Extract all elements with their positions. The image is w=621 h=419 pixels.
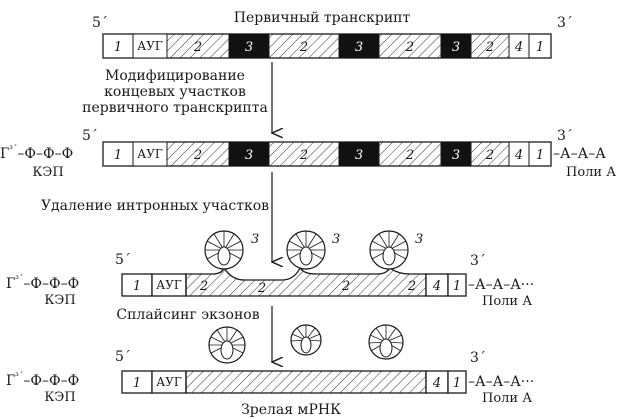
seg2-label: 2 bbox=[405, 148, 414, 163]
prime3-label-2: 3´ bbox=[557, 128, 573, 144]
seg1-label: 1 bbox=[536, 148, 544, 163]
seg4-box-1 bbox=[508, 33, 530, 59]
seg2-label: 2 bbox=[407, 279, 416, 294]
polya-chain-3: –А–А–А··· bbox=[468, 277, 534, 293]
seg4-label: 4 bbox=[432, 279, 441, 294]
aug-label: АУГ bbox=[156, 278, 182, 292]
aug-label: АУГ bbox=[137, 39, 163, 53]
prime3-label-3: 3´ bbox=[470, 253, 486, 269]
seg1-label: 1 bbox=[133, 279, 141, 294]
lariat-2 bbox=[290, 324, 322, 356]
seg2-label: 2 bbox=[299, 148, 308, 163]
seg4-label: 4 bbox=[514, 40, 523, 55]
seg1-label: 1 bbox=[114, 40, 122, 55]
seg3-label: 3 bbox=[245, 40, 253, 55]
intron-label-2: 3 bbox=[332, 232, 340, 247]
polya-chain-4: –А–А–А··· bbox=[468, 374, 534, 390]
row-intron-loops: 5´ 3´ Г³´–Ф–Ф–Ф КЭП 1 АУГ 2 2 2 2 4 1 –А… bbox=[6, 230, 534, 309]
prime3-label-4: 3´ bbox=[470, 350, 486, 366]
step2-label: Удаление интронных участков bbox=[41, 198, 269, 214]
seg2-label: 2 bbox=[341, 279, 350, 294]
spliced-strand-3 bbox=[185, 266, 427, 297]
prime3-label-1: 3´ bbox=[557, 15, 573, 31]
exon2-b-2 bbox=[268, 141, 340, 167]
seg4-box-2 bbox=[508, 141, 530, 167]
intron-loop-1: 3 bbox=[204, 230, 259, 270]
cap-label-4: КЭП bbox=[44, 390, 75, 405]
step1-line2: концевых участков bbox=[104, 84, 246, 100]
lariat-1 bbox=[208, 326, 246, 364]
seg2-label: 2 bbox=[193, 148, 202, 163]
exon2-a-2 bbox=[166, 141, 230, 167]
polya-label-2: Поли А bbox=[566, 165, 616, 180]
aug-box-2 bbox=[132, 141, 168, 167]
prime5-label-3: 5´ bbox=[115, 252, 131, 268]
cap-label-3: КЭП bbox=[44, 293, 75, 308]
intron3-c-1 bbox=[441, 34, 471, 58]
intron-label-3: 3 bbox=[415, 232, 423, 247]
prime5-label-2: 5´ bbox=[82, 128, 98, 144]
exons-joined-4 bbox=[185, 370, 427, 394]
seg1-label: 1 bbox=[536, 40, 544, 55]
prime5-label-1: 5´ bbox=[92, 15, 108, 31]
cap-chain-4: Г³´–Ф–Ф–Ф bbox=[6, 371, 79, 389]
seg3-label: 3 bbox=[355, 148, 363, 163]
prime5-label-4: 5´ bbox=[115, 349, 131, 365]
seg2-label: 2 bbox=[485, 148, 494, 163]
polya-label-3: Поли А bbox=[482, 294, 532, 309]
seg4-label: 4 bbox=[432, 376, 441, 391]
seg1-end-box-3 bbox=[447, 273, 467, 297]
seg3-label: 3 bbox=[245, 148, 253, 163]
seg1-label: 1 bbox=[114, 148, 122, 163]
seg2-label: 2 bbox=[485, 40, 494, 55]
result-label: Зрелая мРНК bbox=[241, 402, 341, 418]
seg2-label: 2 bbox=[257, 281, 266, 296]
step-splicing: Сплайсинг экзонов bbox=[116, 306, 272, 362]
seg1-label: 1 bbox=[453, 376, 461, 391]
row-primary-transcript: 5´ 3´ 1 АУГ 2 3 2 3 2 3 2 4 1 bbox=[92, 15, 573, 59]
exon2-d-2 bbox=[470, 141, 510, 167]
excised-introns bbox=[208, 324, 404, 364]
intron-loop-2: 3 bbox=[286, 230, 340, 270]
intron3-a-1 bbox=[229, 34, 269, 58]
intron3-b-1 bbox=[339, 34, 379, 58]
exon2-c-2 bbox=[378, 141, 442, 167]
intron3-b-2 bbox=[339, 142, 379, 166]
exon2-a-1 bbox=[166, 33, 230, 59]
seg2-label: 2 bbox=[405, 40, 414, 55]
intron3-a-2 bbox=[229, 142, 269, 166]
intron3-c-2 bbox=[441, 142, 471, 166]
seg2-label: 2 bbox=[299, 40, 308, 55]
seg1-end-box-4 bbox=[447, 370, 467, 394]
polya-chain-2: –А–А–А bbox=[553, 146, 606, 162]
aug-label: АУГ bbox=[137, 147, 163, 161]
polya-label-4: Поли А bbox=[482, 391, 532, 406]
seg2-label: 2 bbox=[193, 40, 202, 55]
aug-label: АУГ bbox=[156, 375, 182, 389]
seg2-label: 2 bbox=[199, 279, 208, 294]
intron-label-1: 3 bbox=[251, 232, 259, 247]
exon2-d-1 bbox=[470, 33, 510, 59]
cap-chain-2: Г³´–Ф–Ф–Ф bbox=[0, 144, 73, 162]
seg3-label: 3 bbox=[452, 148, 460, 163]
cap-label-2: КЭП bbox=[32, 165, 63, 180]
row-modified-transcript: 5´ 3´ Г³´–Ф–Ф–Ф КЭП 1 АУГ 2 3 2 3 2 3 2 … bbox=[0, 128, 616, 180]
lariat-3 bbox=[368, 324, 404, 360]
row-mature-mrna: 5´ 3´ Г³´–Ф–Ф–Ф КЭП 1 АУГ 4 1 –А–А–А··· … bbox=[6, 349, 534, 406]
step-remove-introns: Удаление интронных участков bbox=[41, 172, 272, 262]
intron-loop-3: 3 bbox=[369, 230, 423, 270]
step1-line1: Модифицирование bbox=[105, 68, 245, 84]
seg4-label: 4 bbox=[514, 148, 523, 163]
title-label: Первичный транскрипт bbox=[234, 10, 411, 26]
step-modify-ends: Модифицирование концевых участков первич… bbox=[82, 62, 272, 133]
seg1-label: 1 bbox=[453, 279, 461, 294]
step3-label: Сплайсинг экзонов bbox=[116, 307, 259, 323]
seg3-label: 3 bbox=[355, 40, 363, 55]
seg1-label: 1 bbox=[133, 376, 141, 391]
cap-chain-3: Г³´–Ф–Ф–Ф bbox=[6, 274, 79, 292]
step1-line3: первичного транскрипта bbox=[82, 100, 268, 116]
seg3-label: 3 bbox=[452, 40, 460, 55]
